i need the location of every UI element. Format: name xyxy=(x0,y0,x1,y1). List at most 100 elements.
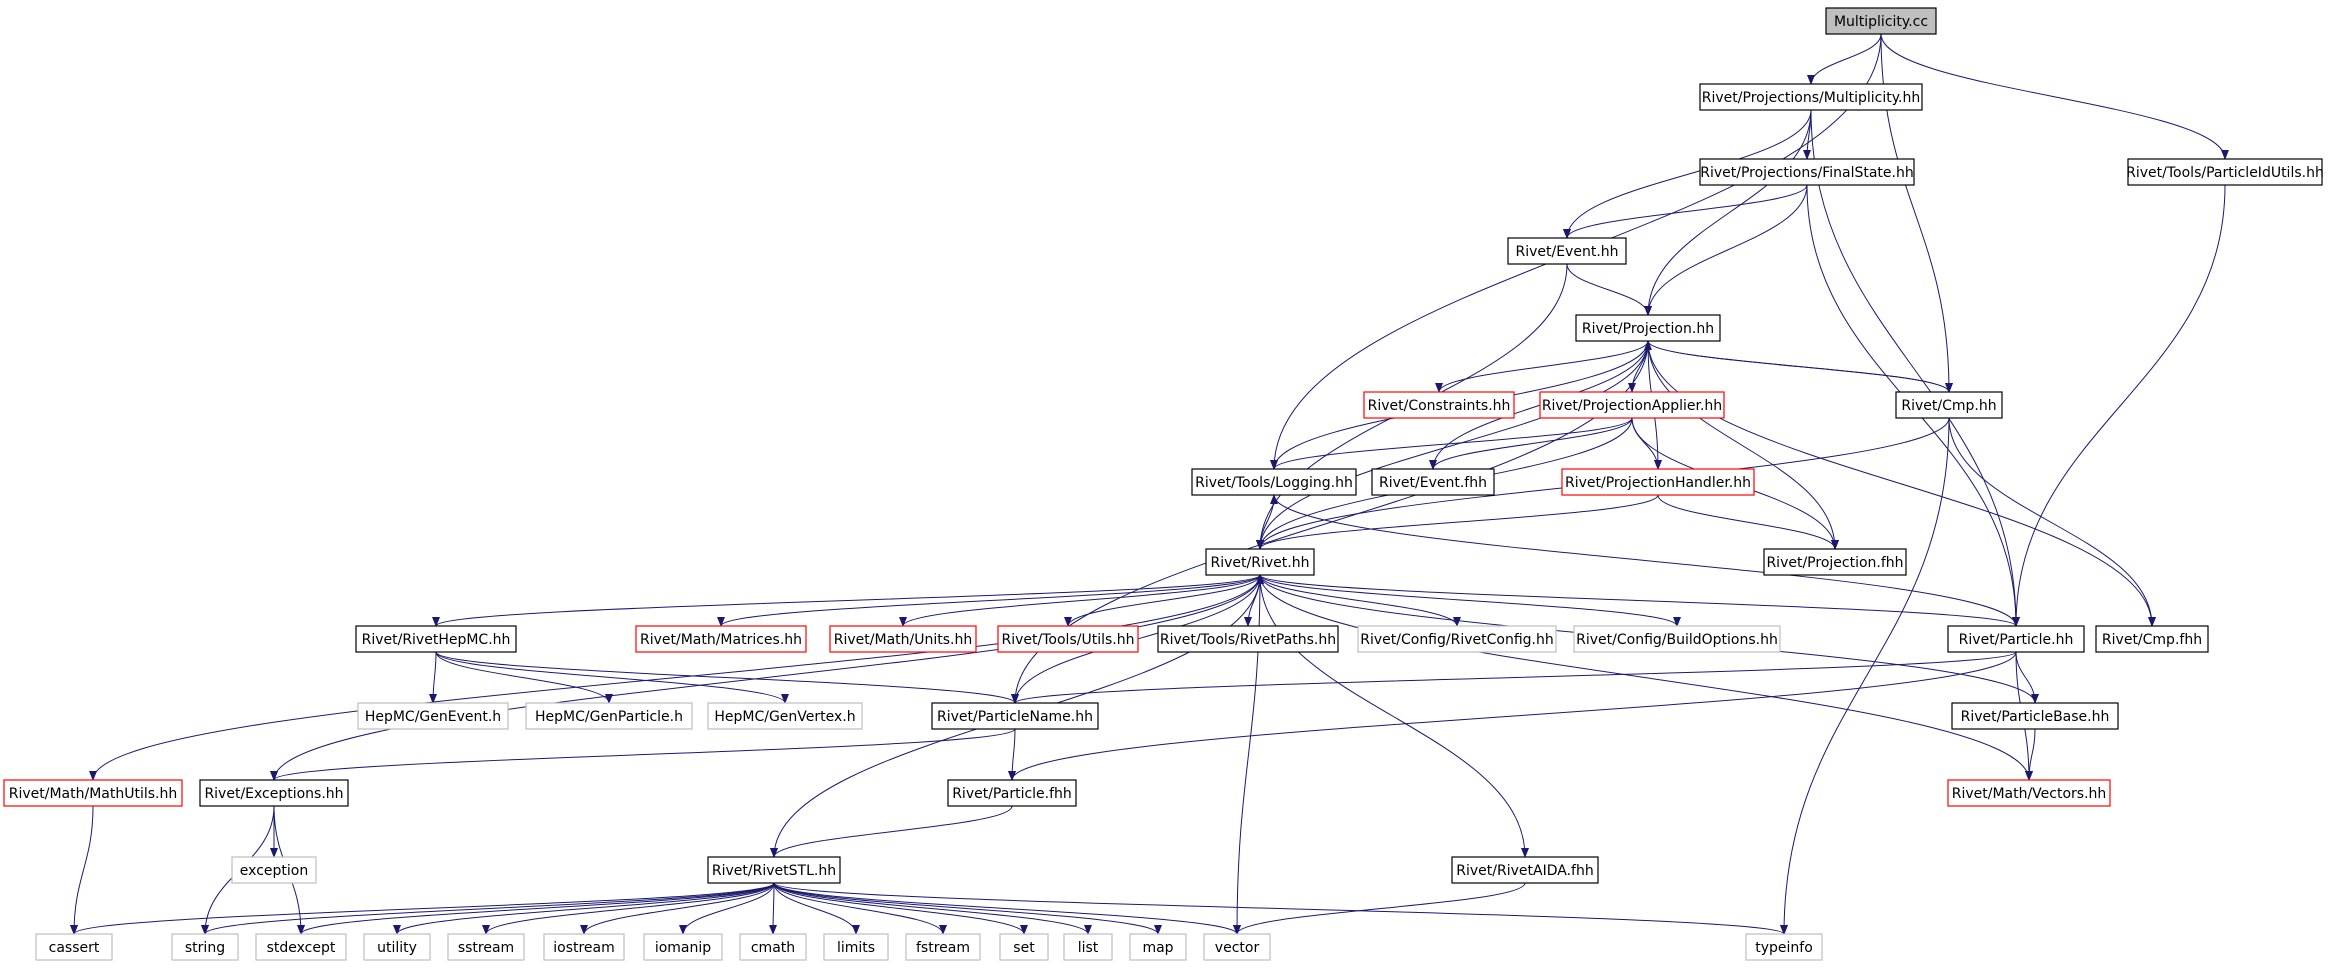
node-particle-hh[interactable]: Rivet/Particle.hh xyxy=(1947,625,2085,653)
include-edge xyxy=(1647,340,2156,627)
svg-text:Rivet/Tools/RivetPaths.hh: Rivet/Tools/RivetPaths.hh xyxy=(1160,632,1336,648)
node-projections-finalstate-hh[interactable]: Rivet/Projections/FinalState.hh xyxy=(1699,158,1915,186)
include-edge xyxy=(1807,33,1882,85)
svg-text:Rivet/Math/Units.hh: Rivet/Math/Units.hh xyxy=(834,632,972,648)
svg-text:Rivet/ParticleName.hh: Rivet/ParticleName.hh xyxy=(937,709,1093,725)
node-multiplicity-cc[interactable]: Multiplicity.cc xyxy=(1825,7,1937,35)
svg-text:Rivet/Config/BuildOptions.hh: Rivet/Config/BuildOptions.hh xyxy=(1576,632,1778,648)
include-edge xyxy=(482,882,775,935)
node-hepmc-genparticle-h[interactable]: HepMC/GenParticle.h xyxy=(525,702,693,730)
node-vector[interactable]: vector xyxy=(1203,933,1271,961)
svg-text:Rivet/Tools/ParticleIdUtils.hh: Rivet/Tools/ParticleIdUtils.hh xyxy=(2126,165,2324,181)
include-edge xyxy=(1880,33,2229,160)
include-edge xyxy=(773,882,947,935)
node-projection-fhh[interactable]: Rivet/Projection.fhh xyxy=(1763,548,1907,576)
svg-text:Rivet/Tools/Logging.hh: Rivet/Tools/Logging.hh xyxy=(1195,475,1353,491)
include-edge xyxy=(1563,109,1812,239)
node-rivet-hh[interactable]: Rivet/Rivet.hh xyxy=(1205,548,1315,576)
node-particle-fhh[interactable]: Rivet/Particle.fhh xyxy=(947,779,1077,807)
node-hepmc-genevent-h[interactable]: HepMC/GenEvent.h xyxy=(357,702,509,730)
include-edge xyxy=(1780,417,1950,935)
svg-text:cmath: cmath xyxy=(751,940,795,956)
svg-text:Rivet/Projection.hh: Rivet/Projection.hh xyxy=(1582,321,1714,337)
node-rivetstl-hh[interactable]: Rivet/RivetSTL.hh xyxy=(707,856,841,884)
node-config-rivetconfig-hh[interactable]: Rivet/Config/RivetConfig.hh xyxy=(1357,625,1557,653)
node-exception[interactable]: exception xyxy=(231,856,317,884)
node-projection-hh[interactable]: Rivet/Projection.hh xyxy=(1575,314,1721,342)
node-math-vectors-hh[interactable]: Rivet/Math/Vectors.hh xyxy=(1947,779,2111,807)
node-tools-logging-hh[interactable]: Rivet/Tools/Logging.hh xyxy=(1191,468,1357,496)
node-math-units-hh[interactable]: Rivet/Math/Units.hh xyxy=(829,625,977,653)
node-constraints-hh[interactable]: Rivet/Constraints.hh xyxy=(1363,391,1515,419)
include-edge xyxy=(1657,494,1839,550)
include-edge xyxy=(899,574,1261,627)
node-projectionapplier-hh[interactable]: Rivet/ProjectionApplier.hh xyxy=(1539,391,1725,419)
include-edge xyxy=(1256,340,1649,550)
include-edge xyxy=(1810,109,2020,627)
svg-text:HepMC/GenVertex.h: HepMC/GenVertex.h xyxy=(714,709,855,725)
include-edge xyxy=(1631,417,1662,470)
node-rivethepmc-hh[interactable]: Rivet/RivetHepMC.hh xyxy=(355,625,517,653)
svg-text:Rivet/ProjectionApplier.hh: Rivet/ProjectionApplier.hh xyxy=(1542,398,1722,414)
node-tools-utils-hh[interactable]: Rivet/Tools/Utils.hh xyxy=(997,625,1139,653)
node-particlebase-hh[interactable]: Rivet/ParticleBase.hh xyxy=(1951,702,2119,730)
svg-text:Rivet/Projections/FinalState.h: Rivet/Projections/FinalState.hh xyxy=(1700,165,1913,181)
node-hepmc-genvertex-h[interactable]: HepMC/GenVertex.h xyxy=(707,702,863,730)
node-particlename-hh[interactable]: Rivet/ParticleName.hh xyxy=(931,702,1099,730)
node-math-mathutils-hh[interactable]: Rivet/Math/MathUtils.hh xyxy=(3,779,183,807)
node-fstream[interactable]: fstream xyxy=(905,933,981,961)
include-edge xyxy=(773,882,1092,935)
node-cmp-fhh[interactable]: Rivet/Cmp.fhh xyxy=(2095,625,2209,653)
svg-text:Multiplicity.cc: Multiplicity.cc xyxy=(1834,14,1928,30)
svg-text:Rivet/Event.hh: Rivet/Event.hh xyxy=(1515,244,1618,260)
include-edge xyxy=(1008,728,1017,781)
node-rivetaida-fhh[interactable]: Rivet/RivetAIDA.fhh xyxy=(1451,856,1599,884)
node-map[interactable]: map xyxy=(1129,933,1187,961)
svg-text:list: list xyxy=(1078,940,1099,956)
node-cmath[interactable]: cmath xyxy=(739,933,807,961)
svg-text:Rivet/ProjectionHandler.hh: Rivet/ProjectionHandler.hh xyxy=(1565,475,1751,491)
include-edge xyxy=(1256,494,1659,550)
svg-text:string: string xyxy=(185,940,225,956)
node-sstream[interactable]: sstream xyxy=(447,933,525,961)
svg-text:Rivet/Particle.fhh: Rivet/Particle.fhh xyxy=(952,786,1072,802)
node-set[interactable]: set xyxy=(999,933,1049,961)
node-list[interactable]: list xyxy=(1063,933,1113,961)
node-string[interactable]: string xyxy=(171,933,239,961)
node-limits[interactable]: limits xyxy=(823,933,889,961)
include-edge xyxy=(1647,340,1839,550)
node-cassert[interactable]: cassert xyxy=(35,933,113,961)
node-utility[interactable]: utility xyxy=(363,933,431,961)
include-edge xyxy=(1429,417,1633,470)
node-event-hh[interactable]: Rivet/Event.hh xyxy=(1507,237,1627,265)
node-math-matrices-hh[interactable]: Rivet/Math/Matrices.hh xyxy=(635,625,807,653)
svg-text:Rivet/Cmp.fhh: Rivet/Cmp.fhh xyxy=(2102,632,2202,648)
node-tools-particleidutils-hh[interactable]: Rivet/Tools/ParticleIdUtils.hh xyxy=(2126,158,2324,186)
node-exceptions-hh[interactable]: Rivet/Exceptions.hh xyxy=(199,779,349,807)
include-edge xyxy=(432,574,1261,627)
svg-text:Rivet/Projection.fhh: Rivet/Projection.fhh xyxy=(1766,555,1903,571)
node-projections-multiplicity-hh[interactable]: Rivet/Projections/Multiplicity.hh xyxy=(1699,83,1923,111)
node-projectionhandler-hh[interactable]: Rivet/ProjectionHandler.hh xyxy=(1561,468,1755,496)
node-cmp-hh[interactable]: Rivet/Cmp.hh xyxy=(1895,391,2003,419)
include-edge xyxy=(2025,728,2036,781)
svg-text:Rivet/Math/Matrices.hh: Rivet/Math/Matrices.hh xyxy=(640,632,802,648)
include-edge xyxy=(1011,651,2017,704)
include-edge xyxy=(1644,184,1808,316)
include-edge xyxy=(1435,340,1649,393)
node-iomanip[interactable]: iomanip xyxy=(643,933,723,961)
include-edge xyxy=(679,882,775,935)
svg-text:cassert: cassert xyxy=(49,940,100,956)
node-iostream[interactable]: iostream xyxy=(543,933,625,961)
include-edge xyxy=(201,882,775,935)
node-stdexcept[interactable]: stdexcept xyxy=(255,933,347,961)
node-event-fhh[interactable]: Rivet/Event.fhh xyxy=(1371,468,1495,496)
node-tools-rivetpaths-hh[interactable]: Rivet/Tools/RivetPaths.hh xyxy=(1157,625,1339,653)
svg-text:limits: limits xyxy=(837,940,875,956)
nodes-layer: Multiplicity.cc Rivet/Projections/Multip… xyxy=(3,7,2324,961)
svg-text:HepMC/GenEvent.h: HepMC/GenEvent.h xyxy=(365,709,501,725)
node-typeinfo[interactable]: typeinfo xyxy=(1745,933,1823,961)
node-config-buildoptions-hh[interactable]: Rivet/Config/BuildOptions.hh xyxy=(1573,625,1781,653)
svg-text:typeinfo: typeinfo xyxy=(1755,940,1813,956)
